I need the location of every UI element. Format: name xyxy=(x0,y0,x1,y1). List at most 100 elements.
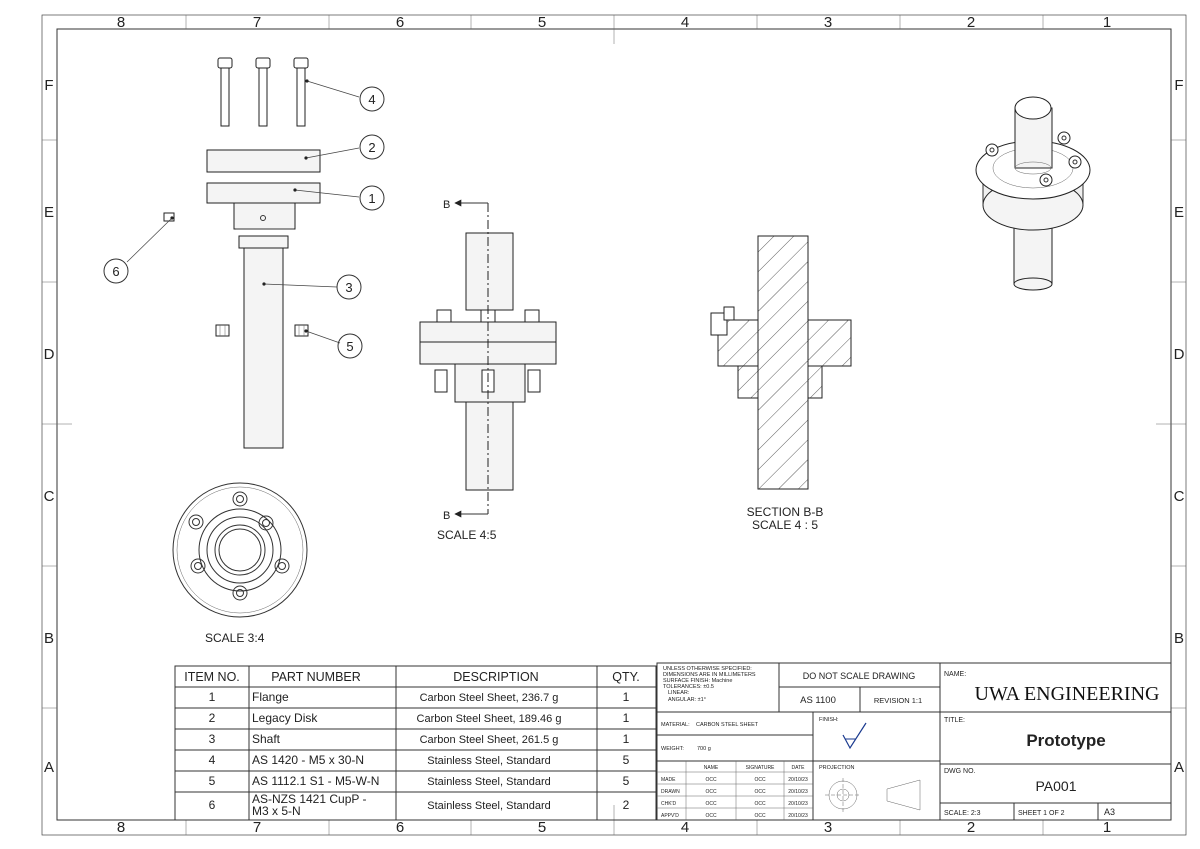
sheet-size: A3 xyxy=(1104,807,1115,817)
svg-text:Flange: Flange xyxy=(252,690,289,704)
svg-text:OCC: OCC xyxy=(754,777,766,783)
svg-text:OCC: OCC xyxy=(705,813,717,819)
balloon: 4 xyxy=(359,86,385,112)
bom-row: 5 AS 1112.1 S1 - M5-W-N Stainless Steel,… xyxy=(209,774,630,788)
weight-label: WEIGHT: xyxy=(661,746,684,752)
svg-text:4: 4 xyxy=(209,753,216,767)
section-view: SECTION B-B SCALE 4 : 5 xyxy=(710,235,852,532)
column-label-bottom: 2 xyxy=(967,819,975,836)
bolt-part-4 xyxy=(217,57,309,127)
sheet-number: SHEET 1 OF 2 xyxy=(1018,810,1065,817)
svg-text:M3 x 5-N: M3 x 5-N xyxy=(252,804,301,818)
bom-header: PART NUMBER xyxy=(271,670,361,684)
row-label-right: C xyxy=(1174,488,1185,505)
bolt-head-icon xyxy=(985,131,1082,187)
signature-row: CHK'D OCC OCC 20/10/23 xyxy=(661,801,808,807)
svg-text:5: 5 xyxy=(623,774,630,788)
bolt-head-icon xyxy=(188,491,290,601)
signature-row: APPV'D OCC OCC 20/10/23 xyxy=(661,813,808,819)
column-label-bottom: 8 xyxy=(117,819,125,836)
svg-text:AS 1420 - M5 x 30-N: AS 1420 - M5 x 30-N xyxy=(252,753,364,767)
svg-text:Stainless Steel, Standard: Stainless Steel, Standard xyxy=(427,800,551,812)
svg-text:OCC: OCC xyxy=(754,801,766,807)
column-label-top: 5 xyxy=(538,14,546,31)
washer-part-5 xyxy=(215,324,309,337)
balloon: 1 xyxy=(359,185,385,211)
svg-text:ANGULAR: ±1°: ANGULAR: ±1° xyxy=(668,697,706,703)
svg-text:20/10/23: 20/10/23 xyxy=(788,813,808,819)
svg-text:1: 1 xyxy=(623,711,630,725)
svg-text:OCC: OCC xyxy=(754,813,766,819)
bom-header: ITEM NO. xyxy=(184,670,240,684)
front-view: B B SCALE 4:5 xyxy=(419,199,557,542)
balloon: 5 xyxy=(337,333,363,359)
row-label-left: A xyxy=(44,759,54,776)
svg-text:Shaft: Shaft xyxy=(252,732,281,746)
svg-text:2: 2 xyxy=(368,140,375,155)
svg-text:SURFACE FINISH: Machine: SURFACE FINISH: Machine xyxy=(663,678,732,684)
column-label-bottom: 7 xyxy=(253,819,261,836)
balloon: 2 xyxy=(359,134,385,160)
column-label-bottom: 6 xyxy=(396,819,404,836)
row-label-right: A xyxy=(1174,759,1184,776)
svg-text:DRAWN: DRAWN xyxy=(661,789,680,795)
column-label-top: 6 xyxy=(396,14,404,31)
isometric-view xyxy=(975,96,1091,291)
svg-text:5: 5 xyxy=(209,774,216,788)
bom-header: DESCRIPTION xyxy=(453,670,538,684)
projection-label: PROJECTION xyxy=(819,765,854,771)
balloon: 3 xyxy=(336,274,362,300)
svg-text:1: 1 xyxy=(623,690,630,704)
signature-row: MADE OCC OCC 20/10/23 xyxy=(661,777,808,783)
do-not-scale-note: DO NOT SCALE DRAWING xyxy=(803,671,916,681)
row-label-right: B xyxy=(1174,630,1184,647)
svg-text:CHK'D: CHK'D xyxy=(661,801,677,807)
svg-text:LINEAR:: LINEAR: xyxy=(668,690,690,696)
signature-header: DATE xyxy=(792,765,806,771)
weight-value: 700 g xyxy=(697,746,711,752)
svg-text:AS-NZS 1421 CupP -: AS-NZS 1421 CupP - xyxy=(252,792,367,806)
material-value: CARBON STEEL SHEET xyxy=(696,722,759,728)
row-label-left: E xyxy=(44,204,54,221)
svg-text:20/10/23: 20/10/23 xyxy=(788,777,808,783)
row-label-left: B xyxy=(44,630,54,647)
general-notes: UNLESS OTHERWISE SPECIFIED: DIMENSIONS A… xyxy=(663,666,756,703)
drawing-standard: AS 1100 xyxy=(800,695,836,706)
svg-text:OCC: OCC xyxy=(705,789,717,795)
row-label-left: F xyxy=(44,77,53,94)
section-marker-label: B xyxy=(443,199,450,211)
svg-text:OCC: OCC xyxy=(754,789,766,795)
column-label-bottom: 5 xyxy=(538,819,546,836)
section-title: SECTION B-B xyxy=(747,505,824,519)
svg-text:APPV'D: APPV'D xyxy=(661,813,679,819)
column-label-top: 2 xyxy=(967,14,975,31)
section-scale: SCALE 4 : 5 xyxy=(752,518,818,532)
svg-text:2: 2 xyxy=(209,711,216,725)
title-block: UNLESS OTHERWISE SPECIFIED: DIMENSIONS A… xyxy=(656,662,1172,821)
svg-text:DIMENSIONS ARE IN MILLIMETERS: DIMENSIONS ARE IN MILLIMETERS xyxy=(663,672,756,678)
finish-label: FINISH: xyxy=(819,717,839,723)
column-label-bottom: 4 xyxy=(681,819,689,836)
name-label: NAME: xyxy=(944,671,966,678)
balloon: 6 xyxy=(103,258,129,284)
svg-text:6: 6 xyxy=(209,798,216,812)
bom-row: 1 Flange Carbon Steel Sheet, 236.7 g 1 xyxy=(209,690,630,704)
company-name: UWA ENGINEERING xyxy=(975,683,1160,705)
svg-text:MADE: MADE xyxy=(661,777,676,783)
svg-text:1: 1 xyxy=(623,732,630,746)
column-label-top: 4 xyxy=(681,14,689,31)
svg-text:2: 2 xyxy=(623,798,630,812)
svg-text:5: 5 xyxy=(346,339,353,354)
drawing-title: Prototype xyxy=(1026,731,1105,750)
top-view: SCALE 3:4 xyxy=(172,482,308,645)
sheet-scale: SCALE: 2:3 xyxy=(944,810,981,817)
title-label: TITLE: xyxy=(944,717,965,724)
bom-header: QTY. xyxy=(612,670,640,684)
svg-text:4: 4 xyxy=(368,92,375,107)
svg-text:5: 5 xyxy=(623,753,630,767)
svg-text:OCC: OCC xyxy=(705,801,717,807)
row-label-right: F xyxy=(1174,77,1183,94)
svg-text:TOLERANCES: ±0.5: TOLERANCES: ±0.5 xyxy=(663,684,714,690)
svg-text:Legacy Disk: Legacy Disk xyxy=(252,711,318,725)
